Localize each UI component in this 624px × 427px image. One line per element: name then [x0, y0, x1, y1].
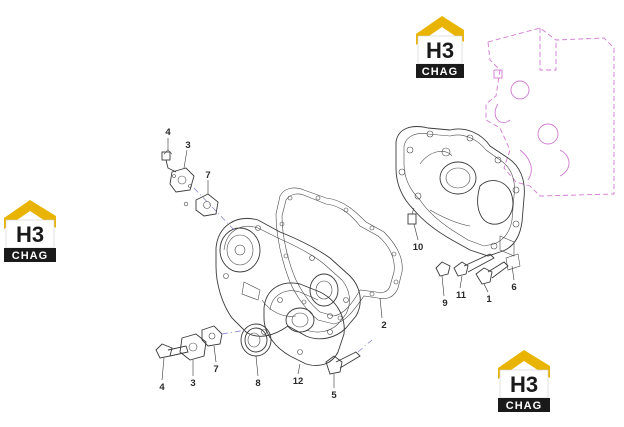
bolt-10: [407, 207, 417, 225]
callout-5: 5: [331, 390, 337, 401]
bolt-lower-4: [155, 343, 189, 359]
leader-lines: [161, 138, 515, 388]
bolt-11: [453, 253, 495, 277]
callout-10: 10: [413, 242, 424, 253]
callout-11: 11: [456, 290, 467, 301]
callout-7-lower: 7: [213, 364, 218, 375]
callout-4-lower: 4: [159, 382, 165, 393]
engine-block-outline: [485, 27, 615, 197]
axis-line-lower: [221, 329, 247, 335]
callout-2: 2: [381, 320, 386, 331]
callout-12: 12: [293, 376, 304, 387]
svg-text:H3: H3: [510, 372, 538, 397]
sensor-upper-4: [161, 149, 177, 173]
front-timing-cover: [215, 218, 361, 340]
cover-plate-12: [263, 282, 345, 366]
svg-text:H3: H3: [426, 38, 454, 63]
svg-text:CHAG: CHAG: [12, 250, 48, 262]
callout-9: 9: [442, 298, 447, 309]
gasket-upper-7: [183, 193, 219, 217]
axis-line-upper: [193, 187, 237, 233]
callout-7-upper: 7: [205, 170, 210, 181]
bolt-5: [325, 351, 361, 375]
svg-text:H3: H3: [16, 222, 44, 247]
bolt-1: [475, 261, 509, 285]
callout-3-lower: 3: [190, 378, 195, 389]
flange-lower-3: [179, 333, 207, 361]
callout-6: 6: [511, 282, 516, 293]
callout-4-upper: 4: [165, 127, 171, 138]
callout-3-upper: 3: [185, 140, 190, 151]
callout-8: 8: [255, 378, 260, 389]
gasket-lower-7: [201, 325, 223, 347]
watermark-logo-top-right: H3 CHAG: [416, 16, 464, 78]
oil-seal-8: [240, 323, 272, 357]
svg-text:CHAG: CHAG: [506, 400, 542, 412]
bolt-9: [435, 261, 451, 277]
gasket-2: [275, 187, 403, 325]
watermark-logo-left: H3 CHAG: [4, 200, 56, 262]
svg-text:CHAG: CHAG: [422, 66, 458, 78]
flange-upper-3: [169, 167, 195, 193]
watermark-logo-bottom-right: H3 CHAG: [498, 350, 550, 412]
axis-line-bolt-5: [357, 339, 373, 353]
rear-timing-case: [395, 126, 525, 271]
callout-1: 1: [486, 294, 492, 305]
